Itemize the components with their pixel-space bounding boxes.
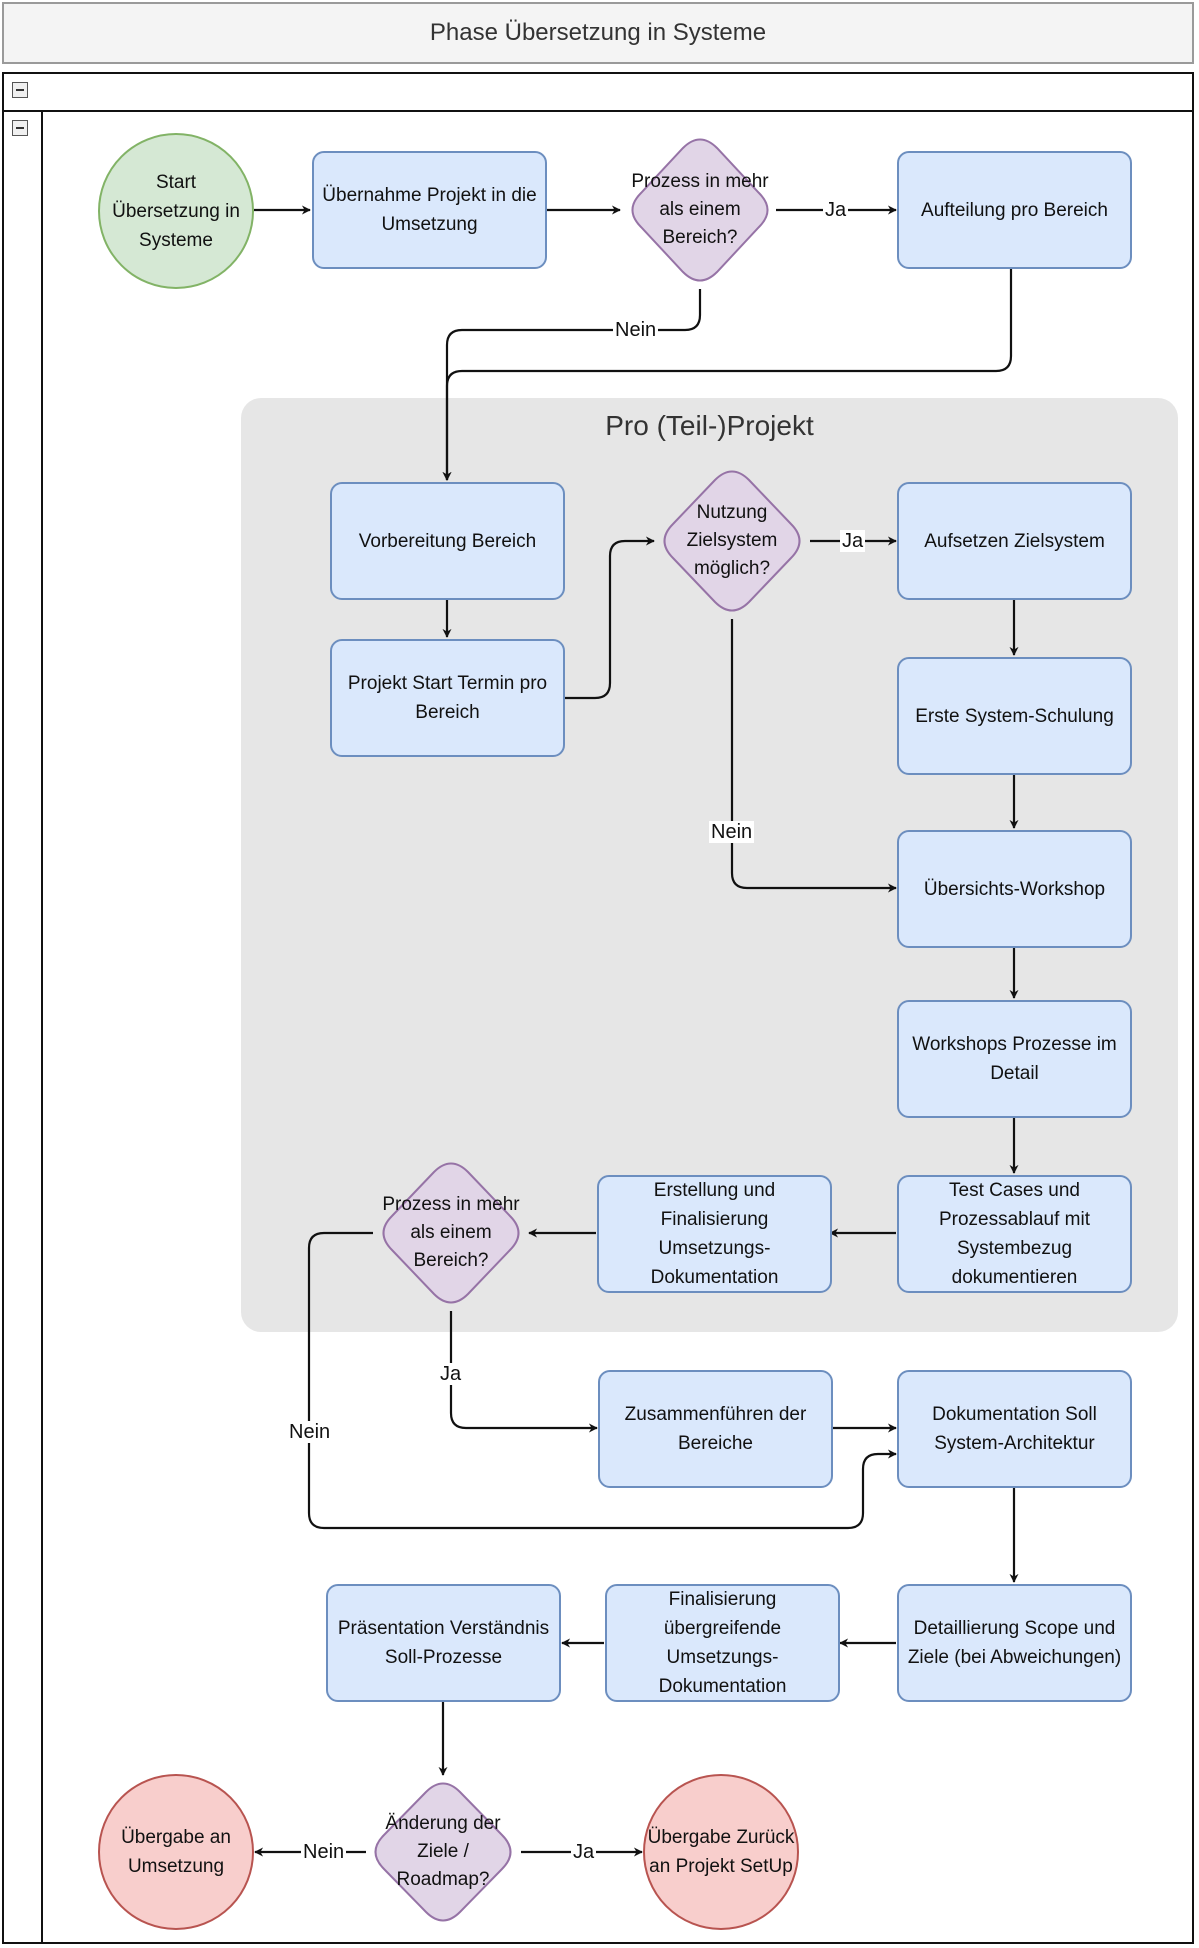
decision-diamond-nutzung <box>663 470 801 612</box>
decision-prozess-2-label[interactable]: Prozess in mehr als einem Bereich? <box>382 1194 520 1271</box>
process-uebernahme[interactable]: Übernahme Projekt in die Umsetzung <box>312 151 547 269</box>
collapse-toggle-1[interactable] <box>12 82 28 98</box>
edge-prozess1-to-vorbereitung <box>442 289 702 481</box>
process-finalisierung[interactable]: Finalisierung übergreifende Umsetzungs-D… <box>605 1584 840 1702</box>
start-node[interactable]: Start Übersetzung in Systeme <box>98 133 254 289</box>
decision-diamond-prozess-2 <box>382 1162 520 1304</box>
process-uebersichts-workshop-label: Übersichts-Workshop <box>923 878 1106 900</box>
process-test-cases-label: Test Cases und Prozessablauf mit Systemb… <box>938 1180 1090 1288</box>
edge-prozess2-to-dokusoll <box>307 1231 897 1530</box>
collapse-toggle-2[interactable] <box>12 120 28 136</box>
edge-label-nein-1: Nein <box>613 319 659 341</box>
decision-diamond-aenderung <box>374 1782 512 1922</box>
process-workshops-detail-label: Workshops Prozesse im Detail <box>912 1034 1117 1084</box>
process-projekt-start[interactable]: Projekt Start Termin pro Bereich <box>330 639 565 757</box>
edge-label-nein-3: Nein <box>287 1421 333 1443</box>
group-title: Pro (Teil-)Projekt <box>605 410 814 441</box>
decision-diamond-prozess-1 <box>631 138 769 282</box>
edge-label-ja-1: Ja <box>823 199 849 221</box>
lane-divider <box>2 110 43 1944</box>
process-zusammenfuehren[interactable]: Zusammenführen der Bereiche <box>598 1370 833 1488</box>
process-erste-schulung-label: Erste System-Schulung <box>915 705 1114 727</box>
process-uebersichts-workshop[interactable]: Übersichts-Workshop <box>897 830 1132 948</box>
process-praesentation-label: Präsentation Verständnis Soll-Prozesse <box>337 1618 550 1668</box>
process-aufsetzen-label: Aufsetzen Zielsystem <box>924 530 1105 552</box>
process-test-cases[interactable]: Test Cases und Prozessablauf mit Systemb… <box>897 1175 1132 1293</box>
process-aufteilung-label: Aufteilung pro Bereich <box>921 199 1108 221</box>
process-workshops-detail[interactable]: Workshops Prozesse im Detail <box>897 1000 1132 1118</box>
end-node-uebergabe-umsetzung-label: Übergabe an Umsetzung <box>121 1827 231 1877</box>
process-aufteilung[interactable]: Aufteilung pro Bereich <box>897 151 1132 269</box>
edge-nutzung-to-workshop <box>730 619 897 893</box>
process-uebernahme-label: Übernahme Projekt in die Umsetzung <box>322 185 537 235</box>
decision-prozess-1-label[interactable]: Prozess in mehr als einem Bereich? <box>631 171 769 248</box>
process-doku-soll[interactable]: Dokumentation Soll System-Architektur <box>897 1370 1132 1488</box>
process-zusammenfuehren-label: Zusammenführen der Bereiche <box>624 1404 807 1454</box>
process-detaillierung-label: Detaillierung Scope und Ziele (bei Abwei… <box>907 1618 1122 1668</box>
process-vorbereitung[interactable]: Vorbereitung Bereich <box>330 482 565 600</box>
edge-label-ja-3: Ja <box>438 1363 464 1385</box>
edge-label-nein-2: Nein <box>709 821 755 843</box>
diagram-title: Phase Übersetzung in Systeme <box>2 2 1194 64</box>
end-node-uebergabe-umsetzung[interactable]: Übergabe an Umsetzung <box>98 1774 254 1930</box>
process-vorbereitung-label: Vorbereitung Bereich <box>358 530 537 552</box>
process-erstellung[interactable]: Erstellung und Finalisierung Umsetzungs-… <box>597 1175 832 1293</box>
edge-prozess2-to-zusammenfuehren <box>449 1311 598 1433</box>
process-praesentation[interactable]: Präsentation Verständnis Soll-Prozesse <box>326 1584 561 1702</box>
process-detaillierung[interactable]: Detaillierung Scope und Ziele (bei Abwei… <box>897 1584 1132 1702</box>
edge-aufteilung-to-vorbereitung <box>442 269 1013 481</box>
edge-label-ja-4: Ja <box>571 1841 597 1863</box>
process-aufsetzen[interactable]: Aufsetzen Zielsystem <box>897 482 1132 600</box>
edge-label-ja-2: Ja <box>840 530 866 552</box>
decision-aenderung-label[interactable]: Änderung der Ziele / Roadmap? <box>385 1813 501 1890</box>
process-erste-schulung[interactable]: Erste System-Schulung <box>897 657 1132 775</box>
process-doku-soll-label: Dokumentation Soll System-Architektur <box>932 1404 1097 1454</box>
end-node-uebergabe-zurueck-label: Übergabe Zurück an Projekt SetUp <box>647 1827 795 1877</box>
decision-nutzung-label[interactable]: Nutzung Zielsystem möglich? <box>686 502 778 579</box>
start-node-label: Start Übersetzung in Systeme <box>112 171 240 251</box>
edge-label-nein-4: Nein <box>301 1841 347 1863</box>
process-erstellung-label: Erstellung und Finalisierung Umsetzungs-… <box>650 1180 779 1288</box>
edge-projektstart-to-nutzung <box>564 536 655 700</box>
process-projekt-start-label: Projekt Start Termin pro Bereich <box>347 673 548 723</box>
end-node-uebergabe-zurueck[interactable]: Übergabe Zurück an Projekt SetUp <box>643 1774 799 1930</box>
process-finalisierung-label: Finalisierung übergreifende Umsetzungs-D… <box>658 1589 787 1697</box>
